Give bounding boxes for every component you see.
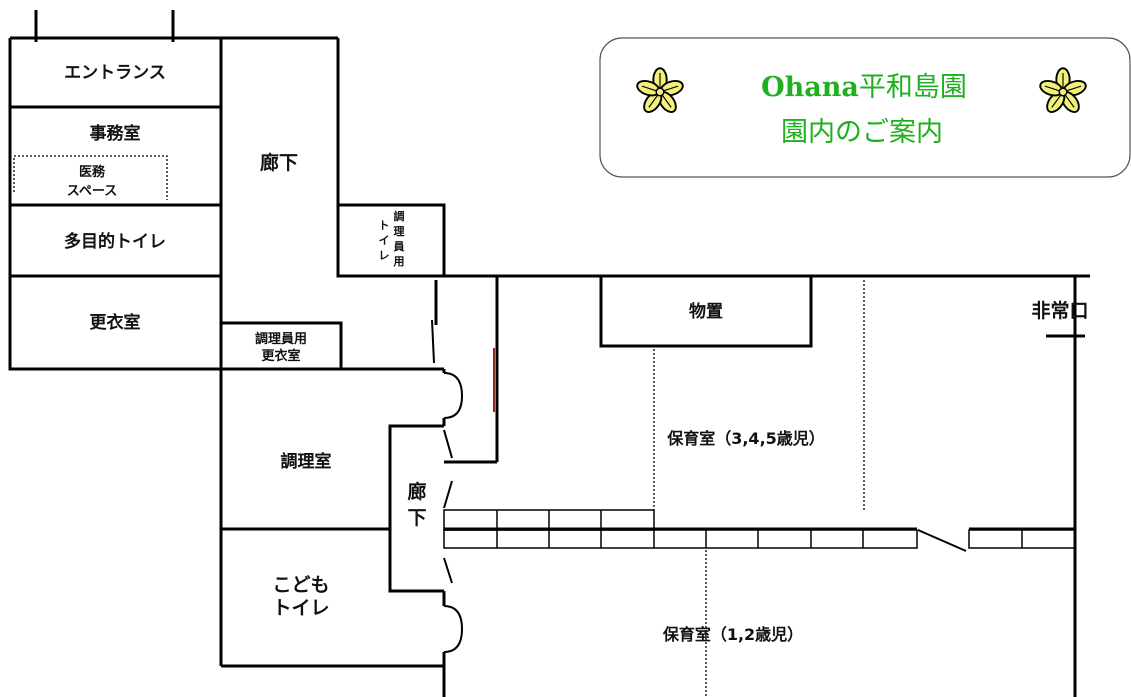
doors — [431, 319, 967, 653]
staff-toilet-char: 員 — [393, 240, 405, 253]
room-kids-toilet-line1: こども — [272, 574, 329, 596]
room-medical-line2: スペース — [67, 184, 117, 199]
banner-name: 平和島園 — [859, 72, 967, 103]
room-multipurpose-toilet: 多目的トイレ — [64, 231, 166, 252]
room-office: 事務室 — [90, 123, 141, 144]
room-kitchen: 調理室 — [281, 451, 332, 472]
dotted-partitions — [13, 155, 865, 697]
staff-toilet-char: レ — [379, 249, 390, 262]
staff-toilet-char: ト — [379, 219, 390, 232]
room-entrance: エントランス — [64, 63, 166, 83]
emergency-exit-label: 非常口 — [1031, 299, 1088, 322]
room-kids-toilet-line2: トイレ — [272, 597, 329, 619]
walls — [8, 10, 1090, 697]
room-locker: 更衣室 — [90, 312, 141, 333]
room-storage: 物置 — [689, 301, 723, 322]
svg-text:Ohana平和島園: Ohana平和島園 — [761, 72, 967, 103]
banner-brand: Ohana — [761, 72, 859, 103]
room-nursery-345: 保育室（3,4,5歳児） — [666, 429, 825, 448]
banner-frame — [599, 37, 1131, 178]
staff-toilet-char: イ — [379, 234, 390, 247]
room-medical-line1: 医務 — [79, 164, 106, 180]
title-banner: Ohana平和島園 園内のご案内 — [599, 37, 1131, 178]
room-corridor-small-1: 廊 — [407, 480, 426, 503]
room-staff-locker-line2: 更衣室 — [261, 348, 300, 364]
staff-toilet-char: 理 — [394, 225, 405, 238]
banner-subtitle: 園内のご案内 — [781, 117, 943, 148]
room-staff-toilet: 調 理 員 用 ト イ レ — [379, 209, 405, 268]
staff-toilet-char: 調 — [394, 209, 405, 223]
room-nursery-12: 保育室（1,2歳児） — [662, 625, 803, 644]
room-corridor-small-2: 下 — [407, 507, 426, 529]
room-staff-locker-line1: 調理員用 — [255, 331, 307, 347]
room-corridor-main: 廊下 — [260, 151, 298, 174]
staff-toilet-char: 用 — [394, 255, 405, 268]
